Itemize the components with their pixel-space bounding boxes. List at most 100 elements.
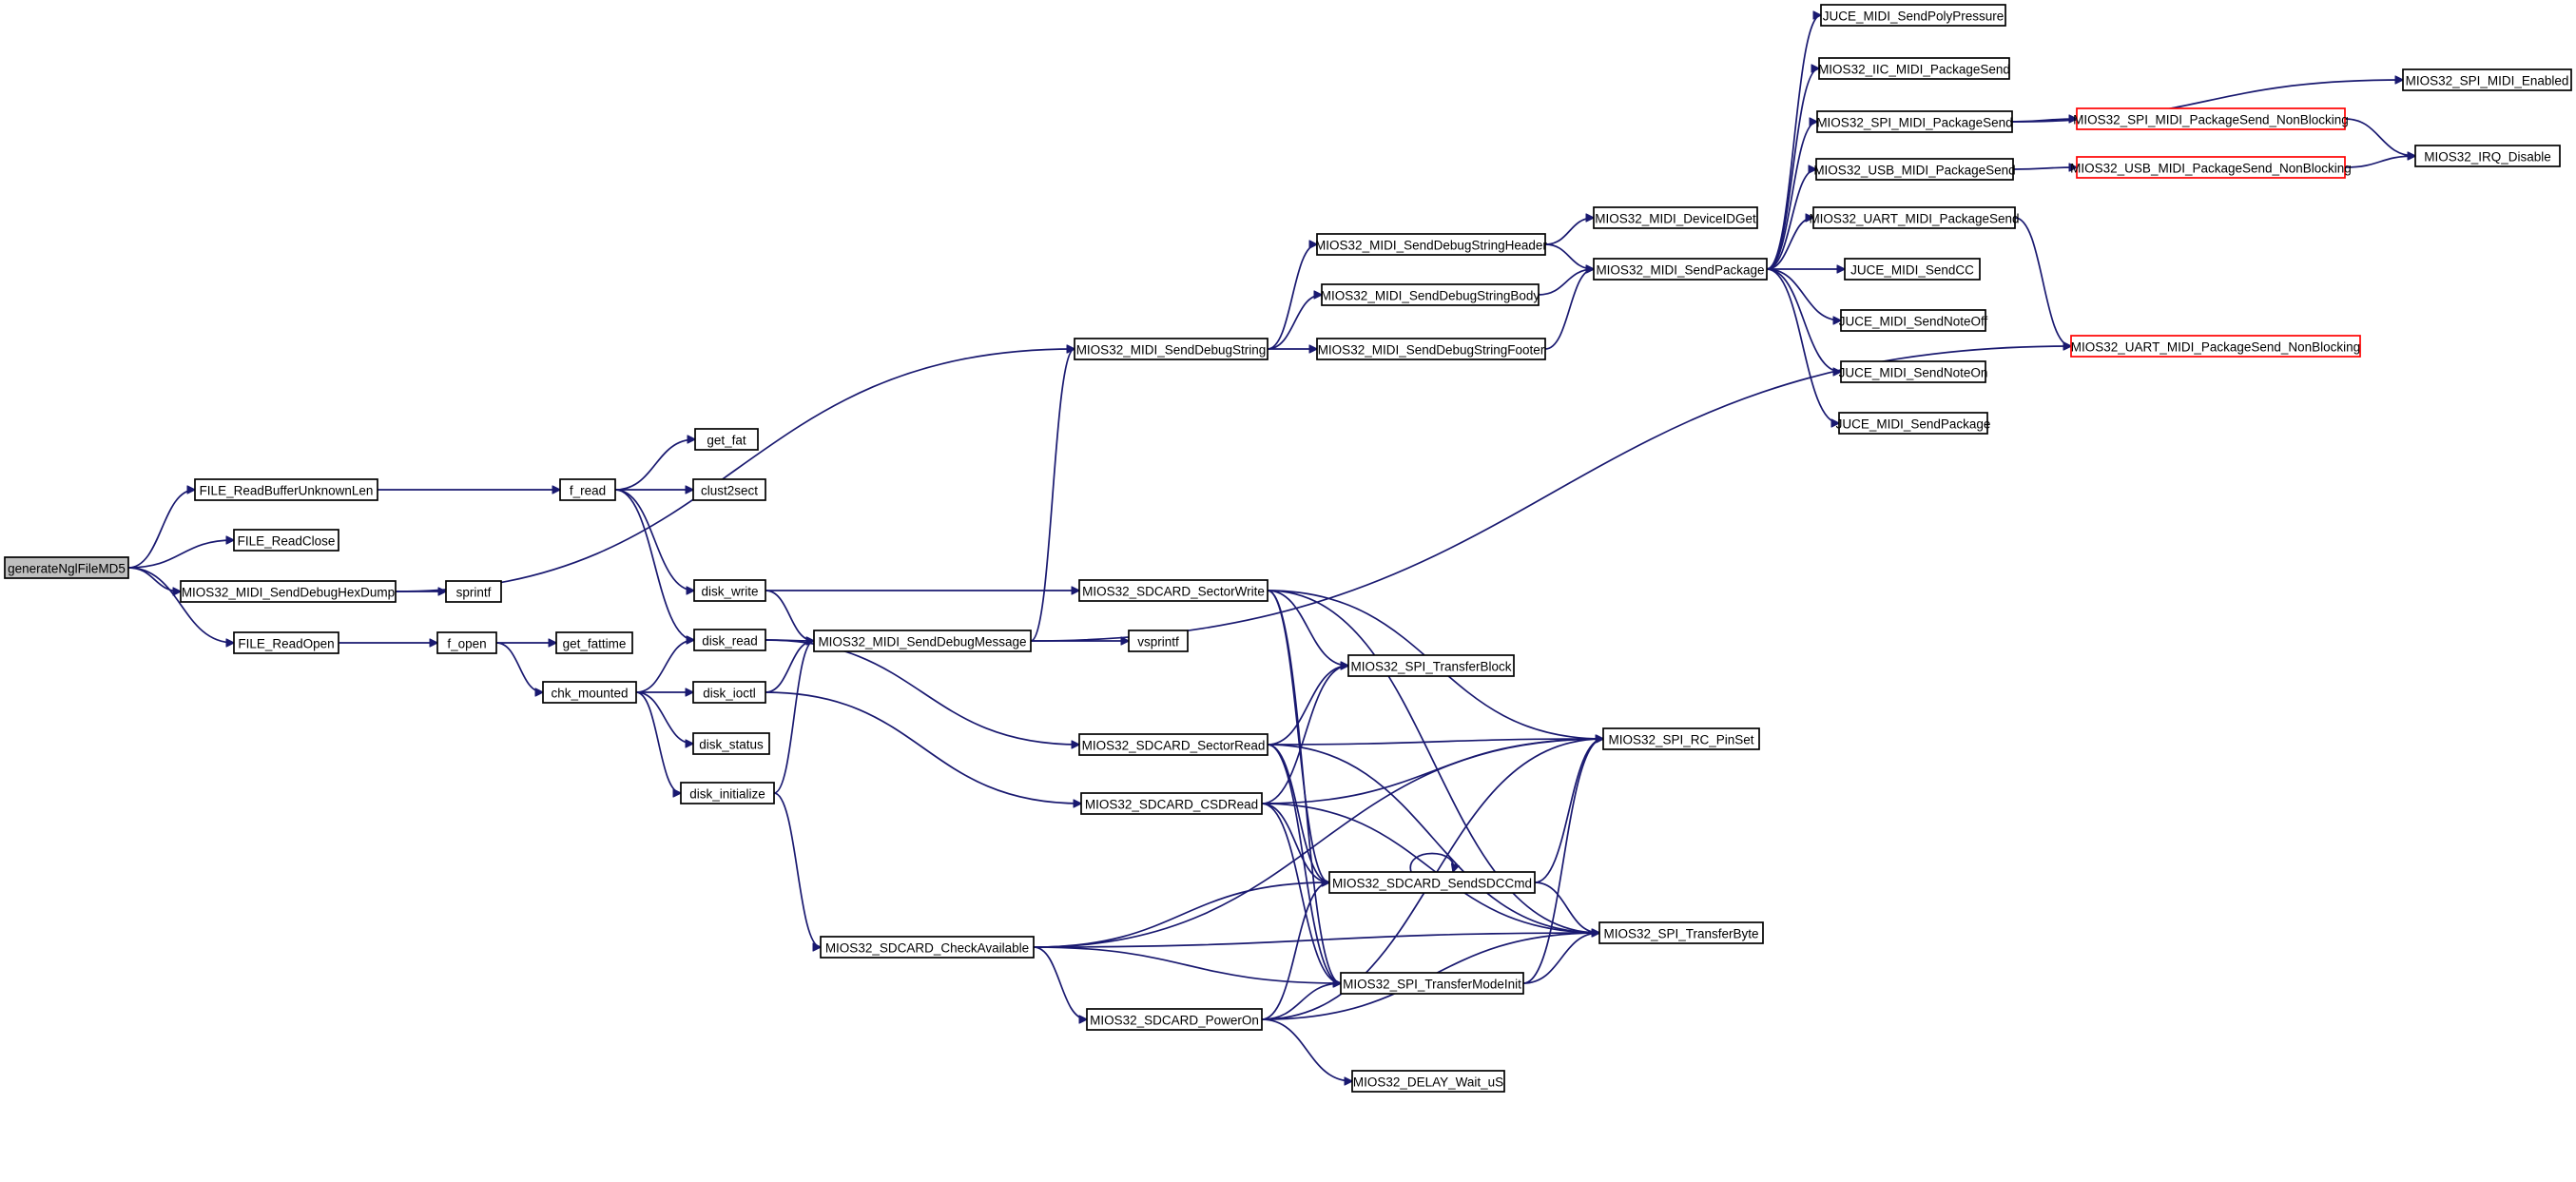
node-label: get_fat: [707, 434, 746, 448]
node-MIOS32_MIDI_SendPackage[interactable]: MIOS32_MIDI_SendPackage: [1593, 258, 1768, 281]
node-MIOS32_UART_MIDI_PackageSend[interactable]: MIOS32_UART_MIDI_PackageSend: [1809, 206, 2020, 229]
node-box: [1328, 871, 1536, 894]
node-MIOS32_SPI_MIDI_Enabled[interactable]: MIOS32_SPI_MIDI_Enabled: [2402, 68, 2572, 91]
node-MIOS32_MIDI_SendDebugHexDump[interactable]: MIOS32_MIDI_SendDebugHexDump: [180, 580, 397, 603]
node-label: MIOS32_SPI_MIDI_PackageSend: [1816, 116, 2012, 130]
node-sprintf[interactable]: sprintf: [445, 580, 502, 603]
node-MIOS32_UART_MIDI_PackageSend_NonBlocking[interactable]: MIOS32_UART_MIDI_PackageSend_NonBlocking: [2070, 335, 2361, 358]
edge-MIOS32_MIDI_SendDebugString-to-MIOS32_MIDI_SendDebugStringHeader: [1267, 244, 1317, 350]
node-box: [1086, 1008, 1263, 1031]
node-layer: generateNglFileMD5 FILE_ReadBufferUnknown…: [4, 4, 2572, 1093]
node-label: chk_mounted: [551, 687, 628, 701]
node-clust2sect[interactable]: clust2sect: [692, 478, 766, 501]
node-JUCE_MIDI_SendPackage[interactable]: JUCE_MIDI_SendPackage: [1836, 412, 1991, 435]
node-disk_write[interactable]: disk_write: [693, 579, 766, 602]
edge-MIOS32_SDCARD_CSDRead-to-MIOS32_SPI_TransferByte: [1261, 803, 1599, 933]
node-box: [436, 631, 497, 654]
node-label: JUCE_MIDI_SendPackage: [1836, 417, 1991, 432]
node-label: MIOS32_SPI_TransferModeInit: [1343, 978, 1521, 992]
node-label: JUCE_MIDI_SendNoteOff: [1839, 315, 1988, 329]
node-MIOS32_SDCARD_CSDRead[interactable]: MIOS32_SDCARD_CSDRead: [1080, 792, 1263, 815]
node-f_open[interactable]: f_open: [436, 631, 497, 654]
node-MIOS32_SPI_MIDI_PackageSend_NonBlocking[interactable]: MIOS32_SPI_MIDI_PackageSend_NonBlocking: [2073, 107, 2349, 130]
node-box: [555, 631, 633, 654]
node-MIOS32_SDCARD_SectorWrite[interactable]: MIOS32_SDCARD_SectorWrite: [1078, 579, 1269, 602]
node-box: [693, 579, 766, 602]
edge-MIOS32_MIDI_SendDebugHexDump-to-MIOS32_MIDI_SendDebugString: [395, 349, 1075, 592]
node-MIOS32_SDCARD_PowerOn[interactable]: MIOS32_SDCARD_PowerOn: [1086, 1008, 1263, 1031]
node-box: [1840, 309, 1986, 332]
node-label: MIOS32_MIDI_SendDebugString: [1076, 343, 1267, 358]
node-vsprintf[interactable]: vsprintf: [1128, 630, 1189, 652]
node-label: MIOS32_MIDI_SendDebugStringBody: [1321, 289, 1540, 303]
node-label: disk_status: [699, 738, 764, 752]
edge-MIOS32_MIDI_SendDebugStringHeader-to-MIOS32_MIDI_DeviceIDGet: [1544, 218, 1594, 245]
node-label: disk_ioctl: [703, 687, 756, 701]
node-label: MIOS32_IRQ_Disable: [2424, 150, 2551, 165]
node-label: MIOS32_UART_MIDI_PackageSend_NonBlocking: [2071, 340, 2360, 355]
node-generateNglFileMD5[interactable]: generateNglFileMD5: [4, 556, 129, 579]
node-label: MIOS32_SDCARD_SectorWrite: [1082, 585, 1265, 599]
node-MIOS32_MIDI_SendDebugString[interactable]: MIOS32_MIDI_SendDebugString: [1074, 338, 1269, 360]
node-MIOS32_MIDI_DeviceIDGet[interactable]: MIOS32_MIDI_DeviceIDGet: [1593, 206, 1758, 229]
node-f_read[interactable]: f_read: [559, 478, 616, 501]
node-FILE_ReadBufferUnknownLen[interactable]: FILE_ReadBufferUnknownLen: [194, 478, 378, 501]
edge-MIOS32_MIDI_SendPackage-to-MIOS32_USB_MIDI_PackageSend: [1766, 169, 1816, 270]
node-MIOS32_SPI_TransferModeInit[interactable]: MIOS32_SPI_TransferModeInit: [1340, 972, 1524, 995]
edge-MIOS32_SDCARD_CheckAvailable-to-MIOS32_SPI_TransferByte: [1033, 933, 1599, 948]
node-MIOS32_SPI_MIDI_PackageSend[interactable]: MIOS32_SPI_MIDI_PackageSend: [1816, 110, 2013, 133]
node-MIOS32_SDCARD_CheckAvailable[interactable]: MIOS32_SDCARD_CheckAvailable: [820, 936, 1035, 959]
node-MIOS32_SPI_TransferByte[interactable]: MIOS32_SPI_TransferByte: [1598, 921, 1764, 944]
node-label: MIOS32_MIDI_SendDebugMessage: [818, 635, 1026, 649]
node-label: MIOS32_USB_MIDI_PackageSend: [1813, 164, 2015, 178]
node-label: MIOS32_UART_MIDI_PackageSend: [1809, 212, 2019, 226]
edge-MIOS32_SDCARD_SectorWrite-to-MIOS32_SDCARD_SendSDCCmd: [1267, 590, 1329, 882]
node-label: MIOS32_SPI_TransferByte: [1603, 927, 1758, 941]
node-label: FILE_ReadClose: [238, 534, 336, 549]
edge-MIOS32_SDCARD_SectorWrite-to-MIOS32_SPI_TransferByte: [1267, 590, 1599, 933]
node-MIOS32_SDCARD_SectorRead[interactable]: MIOS32_SDCARD_SectorRead: [1078, 733, 1269, 756]
node-MIOS32_MIDI_SendDebugMessage[interactable]: MIOS32_MIDI_SendDebugMessage: [813, 630, 1032, 652]
node-box: [1844, 258, 1981, 281]
node-box: [1078, 579, 1269, 602]
node-MIOS32_DELAY_Wait_uS[interactable]: MIOS32_DELAY_Wait_uS: [1351, 1070, 1505, 1093]
node-JUCE_MIDI_SendNoteOff[interactable]: JUCE_MIDI_SendNoteOff: [1839, 309, 1988, 332]
node-FILE_ReadClose[interactable]: FILE_ReadClose: [233, 529, 339, 552]
node-disk_initialize[interactable]: disk_initialize: [680, 782, 775, 804]
node-MIOS32_SPI_TransferBlock[interactable]: MIOS32_SPI_TransferBlock: [1347, 654, 1515, 677]
node-label: MIOS32_MIDI_DeviceIDGet: [1595, 212, 1756, 226]
node-label: MIOS32_MIDI_SendDebugHexDump: [182, 586, 395, 600]
node-box: [1316, 338, 1546, 360]
node-MIOS32_SDCARD_SendSDCCmd[interactable]: MIOS32_SDCARD_SendSDCCmd: [1328, 871, 1536, 894]
node-JUCE_MIDI_SendPolyPressure[interactable]: JUCE_MIDI_SendPolyPressure: [1820, 4, 2006, 27]
edge-MIOS32_USB_MIDI_PackageSend-to-MIOS32_USB_MIDI_PackageSend_NonBlocking: [2012, 167, 2077, 169]
node-JUCE_MIDI_SendNoteOn[interactable]: JUCE_MIDI_SendNoteOn: [1839, 360, 1988, 383]
node-JUCE_MIDI_SendCC[interactable]: JUCE_MIDI_SendCC: [1844, 258, 1981, 281]
node-MIOS32_IIC_MIDI_PackageSend[interactable]: MIOS32_IIC_MIDI_PackageSend: [1818, 57, 2010, 80]
edge-MIOS32_SDCARD_SendSDCCmd-to-MIOS32_SPI_TransferByte: [1534, 882, 1599, 933]
edge-MIOS32_SPI_TransferModeInit-to-MIOS32_SPI_RC_PinSet: [1522, 739, 1603, 984]
edge-MIOS32_SDCARD_CheckAvailable-to-MIOS32_SDCARD_SendSDCCmd: [1033, 882, 1329, 948]
edge-MIOS32_MIDI_SendDebugMessage-to-MIOS32_MIDI_SendDebugString: [1030, 349, 1075, 642]
node-MIOS32_SPI_RC_PinSet[interactable]: MIOS32_SPI_RC_PinSet: [1602, 727, 1760, 750]
node-get_fattime[interactable]: get_fattime: [555, 631, 633, 654]
node-disk_ioctl[interactable]: disk_ioctl: [692, 681, 766, 704]
node-MIOS32_MIDI_SendDebugStringHeader[interactable]: MIOS32_MIDI_SendDebugStringHeader: [1315, 233, 1547, 256]
edge-MIOS32_SDCARD_CSDRead-to-MIOS32_SDCARD_SendSDCCmd: [1261, 803, 1329, 882]
node-MIOS32_IRQ_Disable[interactable]: MIOS32_IRQ_Disable: [2414, 145, 2561, 167]
node-chk_mounted[interactable]: chk_mounted: [542, 681, 637, 704]
node-get_fat[interactable]: get_fat: [694, 428, 759, 451]
node-label: MIOS32_SPI_RC_PinSet: [1608, 733, 1753, 747]
edge-MIOS32_MIDI_SendDebugStringHeader-to-MIOS32_MIDI_SendPackage: [1544, 243, 1594, 269]
node-FILE_ReadOpen[interactable]: FILE_ReadOpen: [233, 631, 339, 654]
node-MIOS32_USB_MIDI_PackageSend_NonBlocking[interactable]: MIOS32_USB_MIDI_PackageSend_NonBlocking: [2070, 156, 2352, 179]
node-label: MIOS32_SDCARD_CSDRead: [1085, 798, 1258, 812]
node-disk_read[interactable]: disk_read: [693, 629, 766, 651]
node-box: [1598, 921, 1764, 944]
node-disk_status[interactable]: disk_status: [692, 732, 770, 755]
node-label: MIOS32_IIC_MIDI_PackageSend: [1818, 63, 2010, 77]
node-MIOS32_USB_MIDI_PackageSend[interactable]: MIOS32_USB_MIDI_PackageSend: [1813, 158, 2016, 181]
node-label: disk_read: [702, 634, 758, 649]
node-MIOS32_MIDI_SendDebugStringFooter[interactable]: MIOS32_MIDI_SendDebugStringFooter: [1316, 338, 1546, 360]
node-MIOS32_MIDI_SendDebugStringBody[interactable]: MIOS32_MIDI_SendDebugStringBody: [1321, 283, 1540, 306]
